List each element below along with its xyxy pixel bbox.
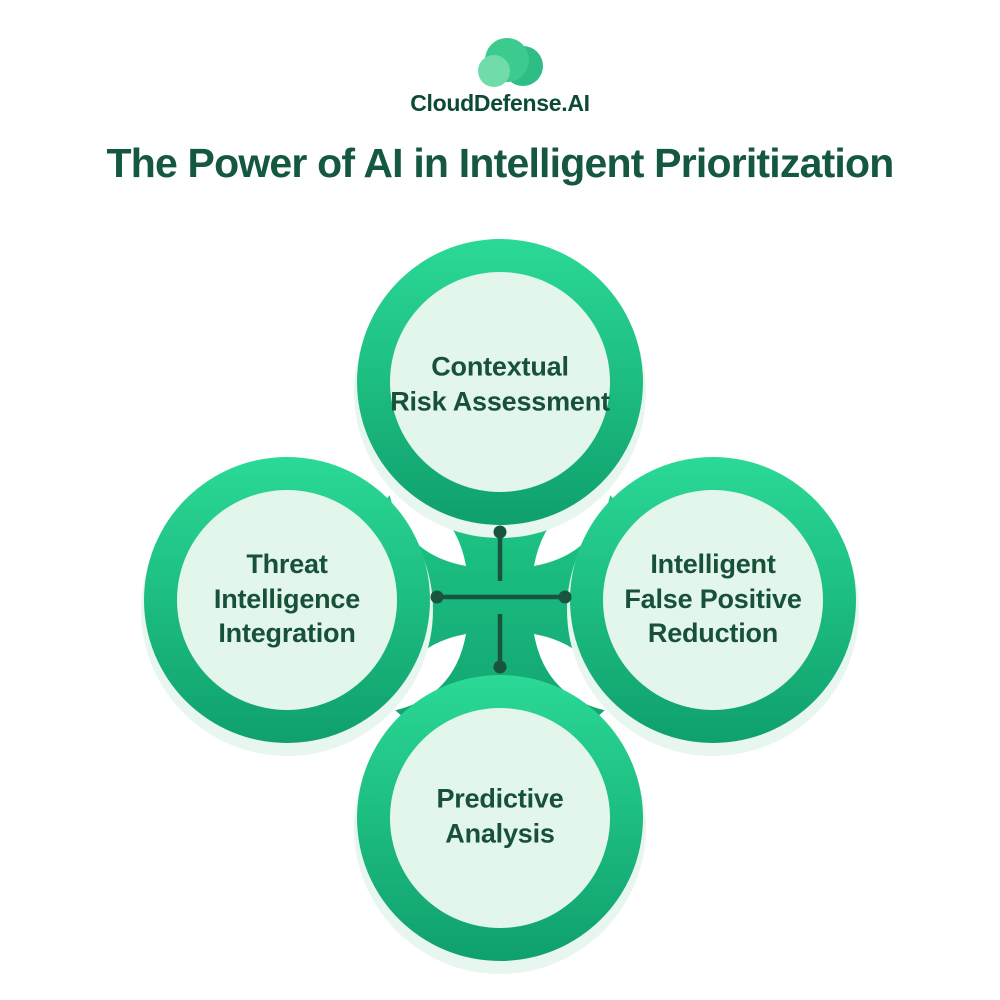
cloud-logo-icon: [478, 38, 543, 87]
logo: CloudDefense.AI: [0, 28, 1000, 117]
fill-top: [390, 272, 610, 492]
circle-label-contextual-risk-assessment: Contextual Risk Assessment: [390, 351, 610, 416]
page-title: The Power of AI in Intelligent Prioritiz…: [106, 140, 894, 186]
circle-label-threat-intelligence-integration: Threat Intelligence Integration: [213, 549, 361, 649]
fill-right: [603, 490, 823, 710]
circle-label-intelligent-false-positive-reduction: Intelligent False Positive Reduction: [624, 549, 802, 649]
petal-gaps: [388, 488, 612, 712]
fill-bottom: [390, 708, 610, 928]
fill-left: [177, 490, 397, 710]
plus-connector-icon: [430, 525, 572, 674]
circle-fills: [177, 272, 823, 928]
circle-label-predictive-analysis: Predictive Analysis: [436, 783, 564, 848]
brand-name: CloudDefense.AI: [410, 90, 590, 116]
